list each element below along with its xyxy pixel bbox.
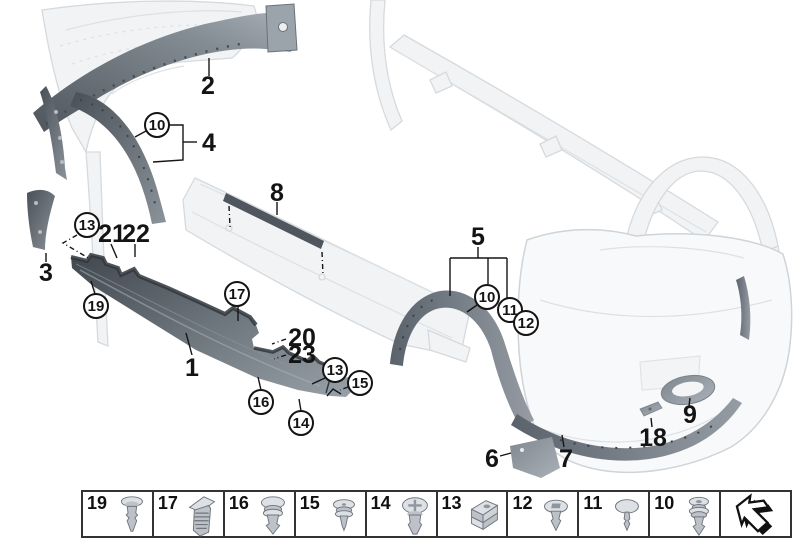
svg-text:17: 17 xyxy=(229,286,246,303)
rear-arch-trim-part5 xyxy=(390,290,534,429)
legend-item-14[interactable]: 14 xyxy=(367,492,438,536)
square-hole-rivet-icon xyxy=(544,499,569,532)
callout-circled-10-front[interactable]: 10 xyxy=(144,112,170,138)
fastener-legend: 19 17 16 15 xyxy=(81,490,792,538)
svg-text:16: 16 xyxy=(253,394,270,411)
mud-flap-part6 xyxy=(510,437,560,478)
front-arch-cover-part4 xyxy=(40,86,166,224)
legend-item-16[interactable]: 16 xyxy=(225,492,296,536)
callout-6[interactable]: 6 xyxy=(485,445,499,473)
callout-circled-10-rear[interactable]: 10 xyxy=(474,284,500,310)
callout-9[interactable]: 9 xyxy=(683,401,697,429)
callout-circled-17[interactable]: 17 xyxy=(224,281,250,307)
parts-illustration: 2 4 8 3 21 22 1 20 23 5 6 7 18 9 10 13 xyxy=(27,0,793,478)
svg-text:14: 14 xyxy=(293,415,310,432)
legend-item-17[interactable]: 17 xyxy=(154,492,225,537)
side-skirt-part1 xyxy=(70,252,354,397)
legend-number: 15 xyxy=(299,493,320,513)
legend-number: 17 xyxy=(157,493,178,513)
legend-item-10[interactable]: 10 xyxy=(650,492,722,536)
legend-number: 12 xyxy=(512,493,533,513)
callout-18[interactable]: 18 xyxy=(639,424,667,452)
legend-number: 11 xyxy=(583,493,603,513)
callout-21[interactable]: 21 xyxy=(98,220,126,248)
callouts-plain: 2 4 8 3 21 22 1 20 23 5 6 7 18 9 xyxy=(39,72,697,473)
legend-item-13[interactable]: 13 xyxy=(438,492,509,536)
svg-text:12: 12 xyxy=(518,315,535,332)
expanding-wedge-nut-icon xyxy=(188,496,216,537)
sill-cover-part8 xyxy=(223,193,324,249)
grommet-clip-icon xyxy=(689,496,710,536)
callout-20[interactable]: 20 xyxy=(288,324,316,352)
svg-text:15: 15 xyxy=(352,375,369,392)
callout-2[interactable]: 2 xyxy=(201,72,215,100)
oval-trim-part9 xyxy=(660,374,716,406)
callout-4[interactable]: 4 xyxy=(202,129,216,157)
dome-pin-clip-icon xyxy=(615,499,640,532)
legend-item-12[interactable]: 12 xyxy=(508,492,580,536)
callout-circled-13-bottom[interactable]: 13 xyxy=(322,357,348,383)
screw-rivet-icon xyxy=(401,497,428,535)
callout-8[interactable]: 8 xyxy=(270,179,284,207)
dome-head-rivet-icon xyxy=(260,496,285,535)
bumper-edge-trim xyxy=(736,276,751,340)
callout-circled-16[interactable]: 16 xyxy=(248,389,274,415)
callout-7[interactable]: 7 xyxy=(559,445,573,473)
callouts-circled: 10 13 19 17 16 14 xyxy=(74,112,539,436)
svg-text:10: 10 xyxy=(149,117,166,134)
legend-item-19[interactable]: 19 xyxy=(83,492,154,536)
clip-nut-icon xyxy=(471,500,499,531)
push-pin-rivet-icon xyxy=(120,496,143,532)
legend-number: 19 xyxy=(87,493,108,513)
front-arch-outline xyxy=(369,0,403,132)
front-arch-trim-part2 xyxy=(33,3,298,132)
legend-number: 14 xyxy=(370,493,391,513)
bracket-part18 xyxy=(639,401,663,417)
legend-item-11[interactable]: 11 xyxy=(579,492,651,536)
legend-number: 10 xyxy=(654,493,675,513)
callout-circled-19[interactable]: 19 xyxy=(83,293,109,319)
svg-text:13: 13 xyxy=(79,217,96,234)
svg-text:19: 19 xyxy=(88,298,105,315)
corner-trim-part3 xyxy=(27,189,55,250)
body-side-rail-outline xyxy=(388,34,719,242)
flat-head-clip-icon xyxy=(332,499,355,532)
legend-number: 13 xyxy=(441,493,462,513)
callout-circled-13-top[interactable]: 13 xyxy=(74,212,100,238)
rear-lower-trim-part7 xyxy=(511,398,742,461)
callout-circled-15[interactable]: 15 xyxy=(347,370,373,396)
continue-arrow-icon xyxy=(735,493,773,535)
callout-5[interactable]: 5 xyxy=(471,223,485,251)
svg-text:11: 11 xyxy=(502,302,518,319)
svg-text:13: 13 xyxy=(327,362,344,379)
callout-23[interactable]: 23 xyxy=(288,341,316,369)
callout-1[interactable]: 1 xyxy=(185,354,199,382)
callout-circled-14[interactable]: 14 xyxy=(288,410,314,436)
callout-3[interactable]: 3 xyxy=(39,259,53,287)
legend-item-15[interactable]: 15 xyxy=(296,492,367,536)
legend-number: 16 xyxy=(228,493,249,513)
callout-circled-12[interactable]: 12 xyxy=(513,310,539,336)
svg-text:10: 10 xyxy=(479,289,496,306)
leader-lines xyxy=(45,58,691,457)
legend-continue-cell[interactable] xyxy=(721,492,790,536)
callout-22[interactable]: 22 xyxy=(122,220,150,248)
